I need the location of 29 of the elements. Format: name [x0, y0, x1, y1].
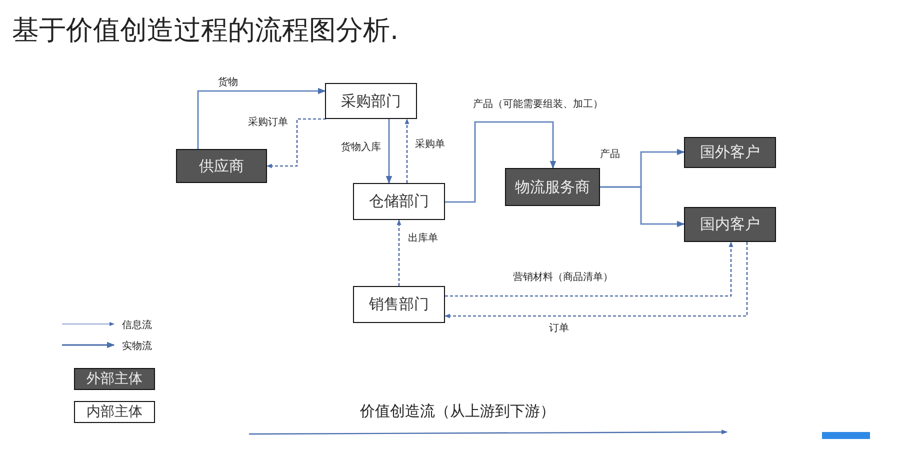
legend-label: 实物流 [122, 340, 152, 353]
dashed-arrow [445, 241, 734, 297]
edge-label: 产品 [600, 149, 620, 161]
internal-entity-box: 采购部门 [325, 83, 417, 119]
edge-label: 货物入库 [341, 142, 381, 154]
edge-label: 出库单 [408, 233, 438, 245]
dashed-arrow [396, 219, 402, 286]
dashed-arrow [266, 118, 326, 168]
dashed-arrow [444, 242, 748, 318]
external-entity-box: 国外客户 [684, 137, 776, 168]
arrow [197, 88, 326, 149]
edge-label: 订单 [549, 323, 569, 335]
edge-label: 采购订单 [248, 117, 288, 129]
arrow [445, 121, 556, 203]
arrow [600, 186, 685, 228]
page-title: 基于价值创造过程的流程图分析. [12, 14, 399, 48]
internal-entity-box: 仓储部门 [353, 183, 445, 220]
legend-swatch: 外部主体 [74, 368, 155, 390]
external-entity-box: 供应商 [176, 149, 267, 183]
legend-swatch: 内部主体 [74, 401, 155, 423]
flow-direction-label: 价值创造流（从上游到下游） [360, 402, 555, 421]
internal-entity-box: 销售部门 [353, 286, 445, 323]
legend-label: 信息流 [122, 318, 152, 332]
arrow [386, 119, 392, 184]
edge-label: 采购单 [415, 139, 445, 151]
dashed-arrow [404, 118, 410, 183]
external-entity-box: 物流服务商 [505, 168, 600, 206]
external-entity-box: 国内客户 [684, 207, 776, 242]
edge-label: 货物 [218, 77, 238, 89]
